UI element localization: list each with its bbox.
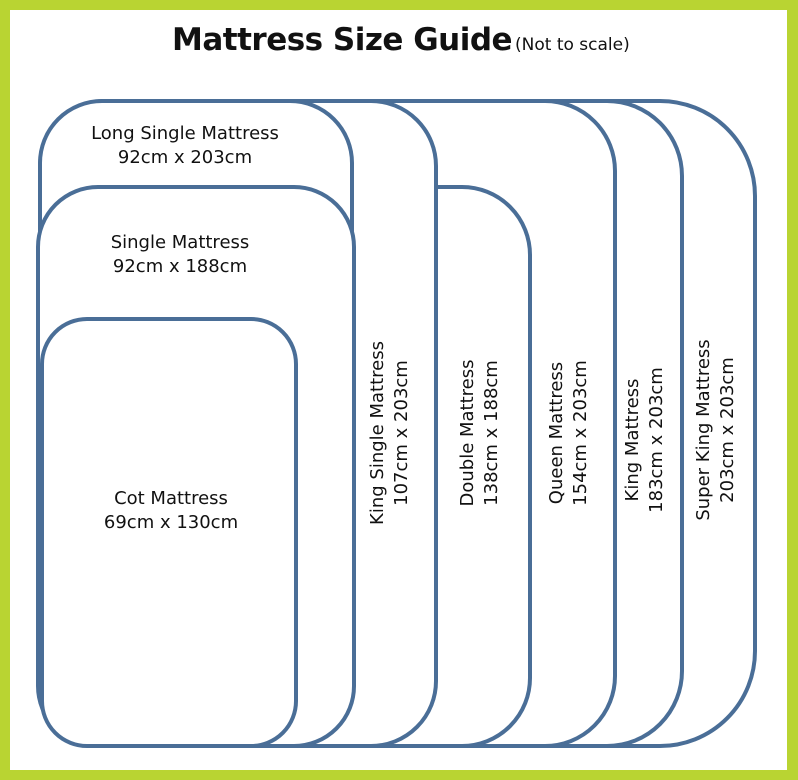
mattress-name: King Mattress bbox=[622, 378, 643, 502]
label-queen: Queen Mattress 154cm x 203cm bbox=[545, 360, 593, 506]
mattress-name: King Single Mattress bbox=[367, 341, 388, 525]
label-long-single: Long Single Mattress 92cm x 203cm bbox=[60, 122, 310, 170]
mattress-name: Cot Mattress bbox=[114, 488, 228, 509]
outline-cot bbox=[40, 317, 298, 748]
mattress-size: 107cm x 203cm bbox=[391, 360, 412, 506]
mattress-name: Long Single Mattress bbox=[91, 123, 279, 144]
mattress-size: 203cm x 203cm bbox=[717, 357, 738, 503]
mattress-name: Super King Mattress bbox=[693, 339, 714, 521]
label-king-single: King Single Mattress 107cm x 203cm bbox=[366, 341, 414, 525]
mattress-size: 138cm x 188cm bbox=[481, 360, 502, 506]
mattress-name: Double Mattress bbox=[457, 359, 478, 507]
mattress-name: Single Mattress bbox=[110, 232, 250, 253]
label-king: King Mattress 183cm x 203cm bbox=[621, 367, 669, 513]
label-super-king: Super King Mattress 203cm x 203cm bbox=[692, 339, 740, 520]
mattress-size: 92cm x 188cm bbox=[112, 256, 248, 277]
label-cot: Cot Mattress 69cm x 130cm bbox=[46, 487, 296, 535]
mattress-size: 92cm x 203cm bbox=[117, 147, 253, 168]
subtitle: (Not to scale) bbox=[515, 35, 630, 55]
page-title: Mattress Size Guide bbox=[172, 22, 513, 58]
label-single: Single Mattress 92cm x 188cm bbox=[55, 231, 305, 279]
mattress-size: 183cm x 203cm bbox=[646, 367, 667, 513]
mattress-name: Queen Mattress bbox=[546, 361, 567, 505]
mattress-size: 69cm x 130cm bbox=[103, 512, 239, 533]
label-double: Double Mattress 138cm x 188cm bbox=[456, 359, 504, 506]
mattress-size: 154cm x 203cm bbox=[570, 360, 591, 506]
